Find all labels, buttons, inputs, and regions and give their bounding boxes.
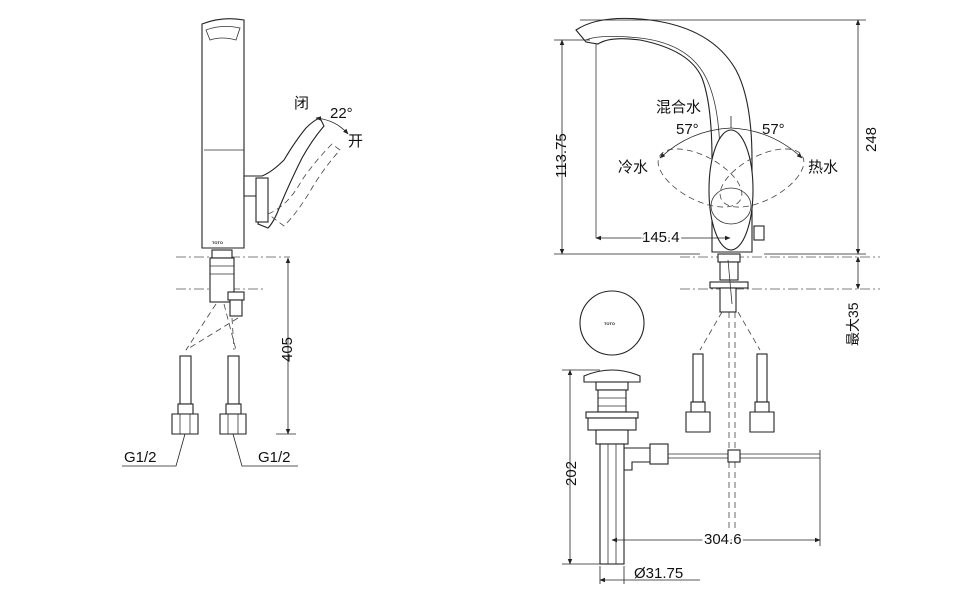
right-supply-hose-1 <box>685 353 711 433</box>
right-shank <box>709 253 749 313</box>
label-dim-202: 202 <box>563 461 580 486</box>
left-shank <box>209 249 245 317</box>
left-supply-hose-1 <box>171 355 199 435</box>
label-dim-405: 405 <box>279 337 296 362</box>
leader-g12-left <box>122 433 186 467</box>
label-thread-left: G1/2 <box>124 449 157 466</box>
left-hose-dashed-a <box>185 303 217 351</box>
right-faucet-spout <box>575 17 753 253</box>
label-cold-water: 冷水 <box>618 159 648 176</box>
label-dim-diameter: Ø31.75 <box>634 565 683 582</box>
label-angle-22: 22° <box>330 105 353 122</box>
right-handle-hot-position <box>719 148 805 208</box>
left-handle-open <box>267 143 341 227</box>
left-hose-dashed-b <box>231 317 235 351</box>
left-faucet-body: TOTO <box>201 18 245 249</box>
label-dim-304: 304.6 <box>704 531 742 548</box>
label-close: 闭 <box>294 95 309 112</box>
drain-cap-top-view <box>579 290 645 356</box>
leader-g12-right <box>232 433 298 467</box>
right-supply-hose-2 <box>749 353 775 433</box>
left-brand-mark: TOTO <box>212 240 223 245</box>
label-open: 开 <box>348 133 363 150</box>
label-angle-left-57: 57° <box>676 121 699 138</box>
left-handle-closed <box>243 117 325 229</box>
drain-assembly <box>583 369 820 565</box>
right-handle-front <box>708 129 754 251</box>
label-dim-max35: 最大35 <box>845 302 861 346</box>
label-mixed-water: 混合水 <box>656 99 701 116</box>
left-supply-hose-2 <box>219 355 247 435</box>
left-side-view: TOTO 闭 22° 开 <box>122 18 363 467</box>
label-dim-145: 145.4 <box>642 229 680 246</box>
angle-arc-left-57 <box>659 127 732 159</box>
right-brand-mark: TOTO <box>604 321 615 326</box>
label-hot-water: 热水 <box>808 159 838 176</box>
angle-arc-right-57 <box>730 127 803 159</box>
label-dim-113: 113.75 <box>553 133 570 178</box>
label-thread-right: G1/2 <box>258 449 291 466</box>
right-front-view: 混合水 57° 57° 冷水 热水 113.75 248 145.4 最大35 <box>553 17 880 584</box>
label-angle-right-57: 57° <box>762 121 785 138</box>
label-dim-248: 248 <box>863 127 880 152</box>
angle-arc-22 <box>315 116 349 135</box>
